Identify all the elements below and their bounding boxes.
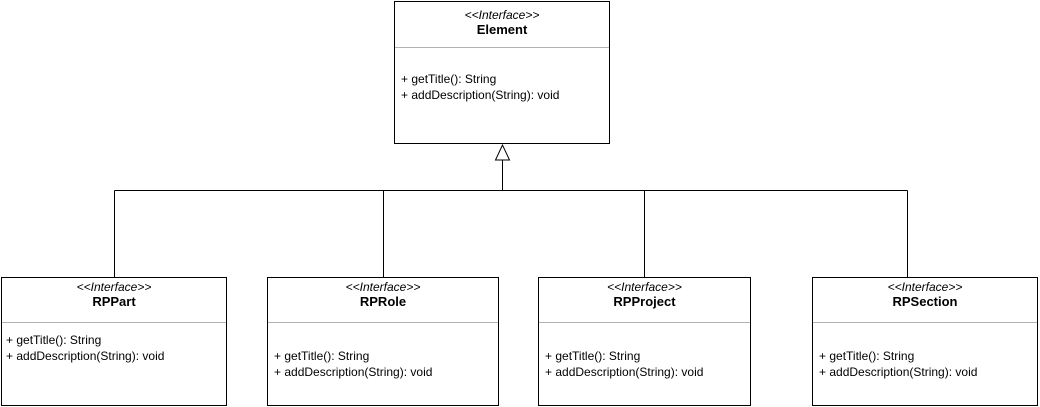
stereotype-label: <<Interface>> [607,280,682,294]
method-list: + getTitle(): String + addDescription(St… [268,323,498,380]
stereotype-label: <<Interface>> [464,8,540,22]
method-list: + getTitle(): String + addDescription(St… [395,48,609,103]
class-name: RPSection [892,294,958,309]
method-get-title: + getTitle(): String [6,333,102,347]
interface-element[interactable]: <<Interface>> Element + getTitle(): Stri… [394,1,610,144]
stereotype-label: <<Interface>> [345,280,421,294]
class-name: RPProject [613,294,676,309]
method-get-title: + getTitle(): String [545,349,641,363]
interface-rppart[interactable]: <<Interface>> RPPart + getTitle(): Strin… [1,277,227,406]
interface-rprole[interactable]: <<Interface>> RPRole + getTitle(): Strin… [267,277,499,406]
method-get-title: + getTitle(): String [274,349,370,363]
class-header: <<Interface>> RPRole [268,278,498,323]
class-name: RPPart [92,294,136,309]
method-add-description: + addDescription(String): void [819,365,978,379]
stereotype-label: <<Interface>> [887,280,963,294]
stereotype-label: <<Interface>> [76,280,152,294]
method-list: + getTitle(): String + addDescription(St… [539,323,750,380]
class-header: <<Interface>> RPProject [539,278,750,323]
interface-rpsection[interactable]: <<Interface>> RPSection + getTitle(): St… [812,277,1038,406]
method-list: + getTitle(): String + addDescription(St… [2,323,226,364]
class-name: RPRole [359,294,407,309]
class-header: <<Interface>> RPPart [2,278,226,323]
method-get-title: + getTitle(): String [401,72,497,86]
class-header: <<Interface>> Element [395,2,609,48]
method-list: + getTitle(): String + addDescription(St… [813,323,1037,380]
class-name: Element [476,22,528,37]
method-get-title: + getTitle(): String [819,349,915,363]
class-header: <<Interface>> RPSection [813,278,1037,323]
method-add-description: + addDescription(String): void [401,88,560,102]
method-add-description: + addDescription(String): void [274,365,433,379]
interface-rpproject[interactable]: <<Interface>> RPProject + getTitle(): St… [538,277,751,406]
method-add-description: + addDescription(String): void [545,365,704,379]
method-add-description: + addDescription(String): void [6,349,165,363]
generalization-arrowhead [494,143,511,161]
